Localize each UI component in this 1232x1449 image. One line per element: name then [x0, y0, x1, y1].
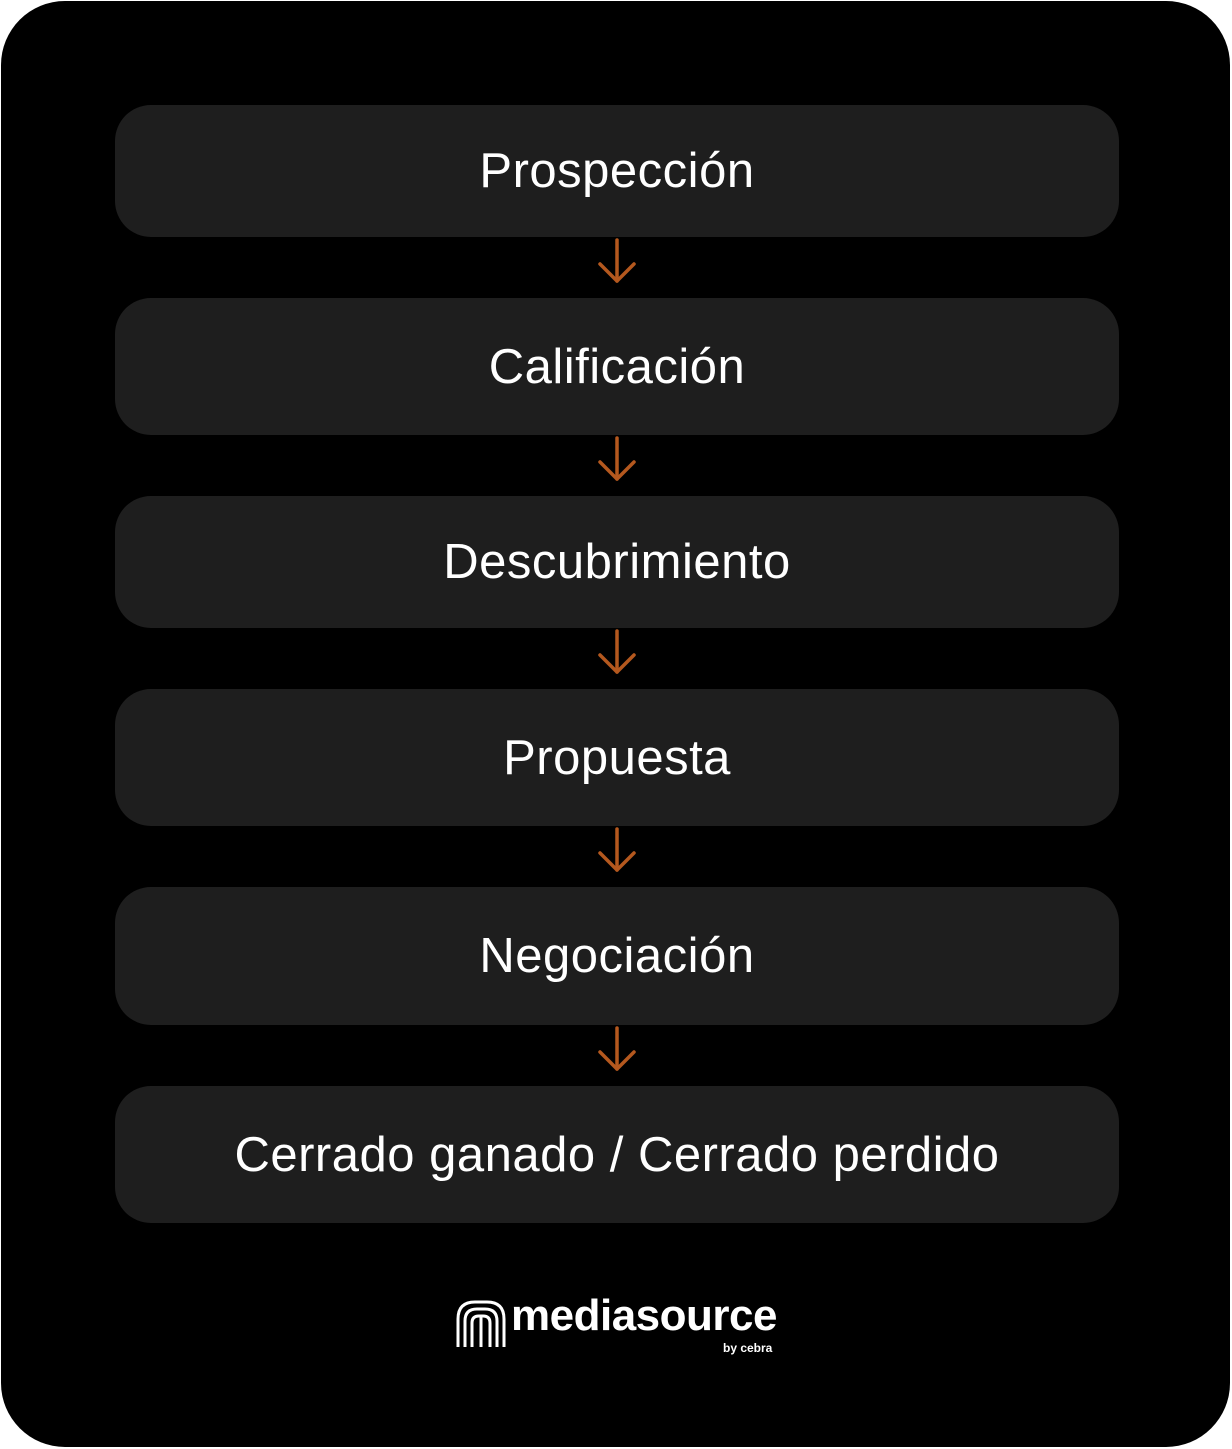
arrow-down-icon [598, 238, 636, 283]
stage-label: Prospección [479, 144, 755, 198]
stage-cerrado: Cerrado ganado / Cerrado perdido [115, 1086, 1119, 1223]
stage-label: Propuesta [503, 730, 731, 785]
stage-calificacion: Calificación [115, 298, 1119, 435]
arrow-down-icon [598, 827, 636, 872]
brand-name: mediasource [511, 1291, 777, 1340]
stage-label: Calificación [488, 339, 746, 394]
brand-logo: mediasource by cebra [455, 1291, 785, 1357]
stage-label: Negociación [479, 929, 755, 983]
stage-label: Descubrimiento [443, 535, 791, 589]
stage-descubrimiento: Descubrimiento [115, 496, 1119, 628]
stage-propuesta: Propuesta [115, 689, 1119, 826]
stage-prospeccion: Prospección [115, 105, 1119, 237]
stage-label: Cerrado ganado / Cerrado perdido [234, 1127, 1000, 1182]
stage-negociacion: Negociación [115, 887, 1119, 1025]
arrow-down-icon [598, 436, 636, 481]
arrow-down-icon [598, 1026, 636, 1071]
brand-tagline: by cebra [723, 1341, 773, 1355]
mediasource-logo-icon [456, 1300, 506, 1347]
arrow-down-icon [598, 629, 636, 674]
